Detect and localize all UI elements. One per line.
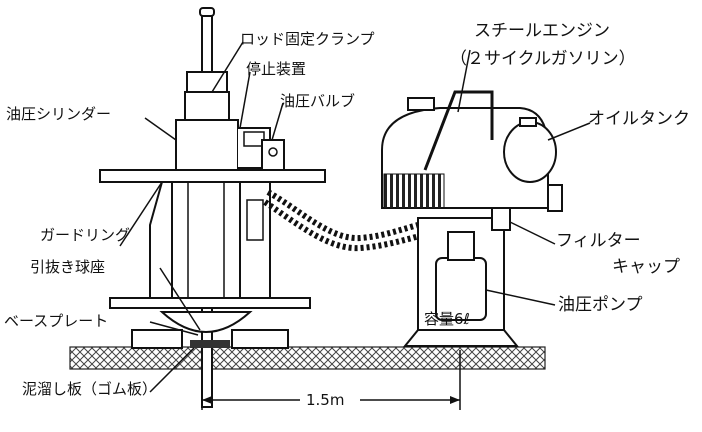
label-hydraulic-cylinder: 油圧シリンダー: [6, 105, 112, 123]
label-two-cycle: （２サイクルガソリン）: [450, 49, 636, 69]
top-plate: [99, 169, 326, 183]
leader-lines: [119, 41, 591, 393]
label-pull-ball-seat: 引抜き球座: [30, 258, 106, 276]
label-hydraulic-valve: 油圧バルブ: [280, 92, 356, 110]
label-hydraulic-pump: 油圧ポンプ: [558, 295, 643, 315]
label-oil-tank: オイルタンク: [588, 109, 690, 129]
label-rod-clamp: ロッド固定クランプ: [240, 30, 375, 48]
label-cap: キャップ: [612, 257, 680, 277]
filter: [491, 207, 511, 231]
label-distance: 1.5m: [306, 391, 345, 409]
label-capacity: 容量6ℓ: [424, 310, 470, 328]
label-steel-engine: スチールエンジン: [474, 21, 610, 41]
label-filter: フィルター: [556, 231, 641, 251]
ground: [69, 346, 546, 370]
ball-seat: [159, 311, 253, 333]
mud-board: [190, 340, 230, 348]
label-stopper: 停止装置: [246, 60, 307, 78]
base-plate: [109, 297, 311, 309]
hydraulic-hose: [266, 189, 441, 242]
label-guard-ring: ガードリング: [40, 226, 131, 244]
oil-tank: [503, 121, 557, 183]
label-base-plate: ベースプレート: [4, 312, 109, 330]
cylinder-lower: [171, 181, 241, 299]
cylinder-upper: [175, 119, 239, 173]
label-mud-board: 泥溜し板（ゴム板）: [22, 380, 158, 398]
rod-clamp: [186, 71, 228, 95]
